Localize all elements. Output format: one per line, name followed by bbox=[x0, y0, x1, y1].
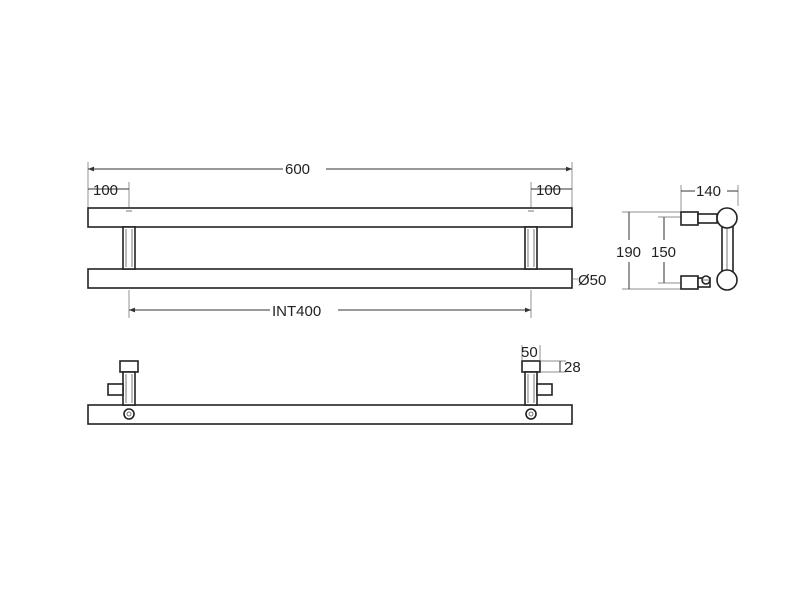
dim-internal-spacing: INT400 bbox=[272, 303, 321, 320]
left-plan-screw bbox=[123, 408, 135, 420]
top-bar bbox=[87, 207, 573, 228]
right-bracket-side bbox=[536, 383, 553, 396]
side-view: 140 190 150 bbox=[616, 183, 739, 291]
left-bracket-side bbox=[107, 383, 124, 396]
dim-bar-spacing: 150 bbox=[651, 244, 676, 261]
left-post bbox=[122, 226, 136, 270]
dim-total-height: 190 bbox=[616, 244, 641, 261]
left-bracket-stem bbox=[122, 371, 136, 406]
dim-diameter: Ø50 bbox=[578, 272, 606, 289]
dim-depth: 140 bbox=[696, 183, 721, 200]
front-view: 600 100 100 Ø50 INT400 bbox=[87, 161, 606, 320]
right-post bbox=[524, 226, 538, 270]
left-bracket-cap bbox=[119, 360, 139, 373]
dim-left-offset: 100 bbox=[93, 182, 118, 199]
bottom-mount-block bbox=[680, 275, 699, 290]
dim-bracket-thickness: 28 bbox=[564, 359, 581, 376]
bottom-bar bbox=[87, 268, 573, 289]
bottom-view: 50 28 bbox=[87, 344, 581, 425]
top-mount-arm bbox=[697, 213, 718, 224]
right-bracket-cap bbox=[521, 360, 541, 373]
right-plan-screw bbox=[525, 408, 537, 420]
right-bracket-stem bbox=[524, 371, 538, 406]
plan-bar bbox=[87, 404, 573, 425]
dim-overall-length: 600 bbox=[285, 161, 310, 178]
bottom-bar-section bbox=[716, 269, 738, 291]
top-mount-block bbox=[680, 211, 699, 226]
dim-bracket-width: 50 bbox=[521, 344, 538, 361]
top-bar-section bbox=[716, 207, 738, 229]
dim-right-offset: 100 bbox=[536, 182, 561, 199]
